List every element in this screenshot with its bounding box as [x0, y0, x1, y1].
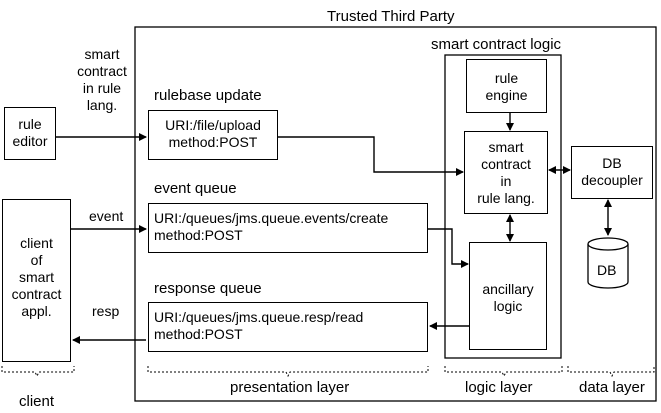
- response-queue-box: [148, 302, 428, 352]
- resp-label: resp: [92, 303, 120, 319]
- response-queue-title: response queue: [154, 280, 262, 297]
- db-label: DB: [597, 262, 617, 278]
- rule-editor-box: [4, 107, 56, 160]
- event-queue-box: [148, 203, 428, 253]
- db-cylinder: [587, 237, 629, 289]
- db-decoupler-box: [571, 146, 653, 199]
- arrow-rulebase-to-contract: [278, 136, 464, 176]
- event-queue-title: event queue: [154, 180, 237, 197]
- layer-braces: [1, 366, 655, 378]
- rule-engine-box: [466, 59, 547, 113]
- layer-label-client: client: [19, 393, 55, 410]
- layer-label-presentation: presentation layer: [230, 379, 350, 396]
- smart-contract-logic-label: smart contract logic: [431, 36, 562, 53]
- smart-contract-box-label: smart contract in rule lang.: [477, 139, 535, 206]
- smart-contract-box: [464, 131, 548, 214]
- smart-contract-rule-lang-label: smart contract in rule lang.: [77, 46, 127, 113]
- diagram-title: Trusted Third Party: [327, 8, 455, 25]
- ancillary-logic-box: [469, 242, 547, 350]
- client-box-label: client of smart contract appl.: [11, 235, 62, 319]
- rulebase-update-box: [148, 110, 278, 160]
- smart-contract-logic-boundary: [444, 54, 562, 359]
- layer-label-data: data layer: [579, 379, 645, 396]
- layer-label-logic: logic layer: [465, 379, 533, 396]
- event-label: event: [89, 208, 124, 224]
- trusted-third-party-boundary: [134, 26, 657, 402]
- rulebase-update-title: rulebase update: [154, 87, 262, 104]
- arrow-event-to-ancillary: [428, 228, 469, 268]
- client-box: [2, 199, 71, 362]
